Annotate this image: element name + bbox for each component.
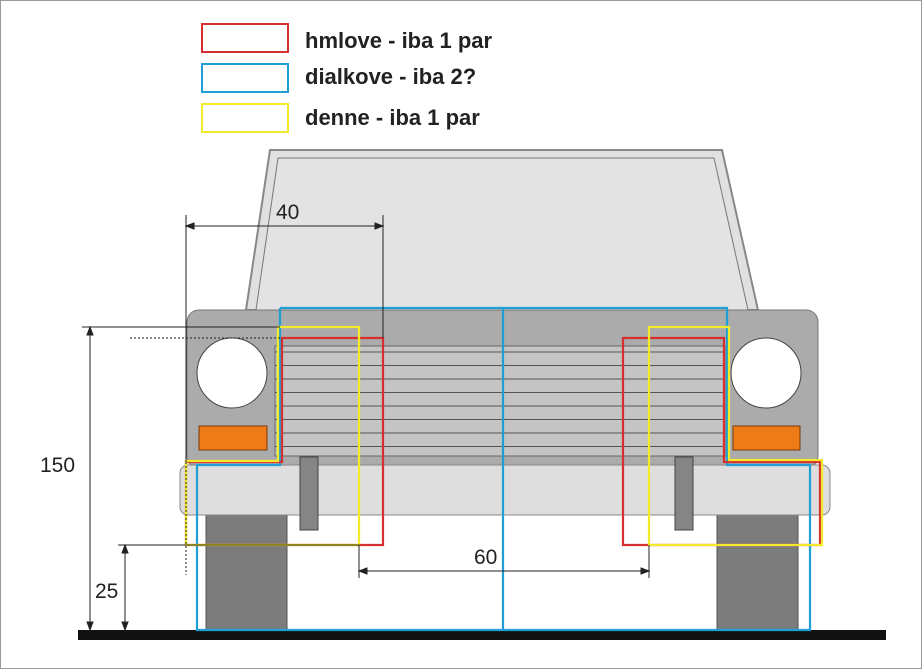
ground [78, 630, 886, 640]
legend-swatch-daytime [201, 103, 289, 133]
bumper [179, 464, 831, 516]
turn-signal-right [732, 425, 801, 451]
headlight-left [196, 337, 268, 409]
legend-swatch-fog [201, 23, 289, 53]
bumper-guard-left [299, 456, 319, 531]
legend-label-fog: hmlove - iba 1 par [305, 28, 492, 53]
windshield [255, 157, 749, 311]
legend-label-daytime: denne - iba 1 par [305, 105, 480, 130]
zone-high-beam [195, 306, 812, 632]
bumper-guard-right [674, 456, 694, 531]
grille [274, 345, 726, 457]
legend-swatch-high-beam [201, 63, 289, 93]
zone-fog-right [621, 336, 822, 547]
tire-left [205, 514, 288, 631]
dimension-min-height: 25 [95, 580, 118, 603]
dimension-min-gap: 60 [474, 546, 497, 569]
dimension-max-height: 150 [40, 454, 75, 477]
headlight-right [730, 337, 802, 409]
tire-right [716, 514, 799, 631]
legend-label-high-beam: dialkove - iba 2? [305, 64, 476, 89]
turn-signal-left [198, 425, 268, 451]
dimension-lines [82, 215, 651, 632]
dimension-light-width: 40 [276, 201, 299, 224]
legend: hmlove - iba 1 par dialkove - iba 2? den… [201, 23, 492, 133]
